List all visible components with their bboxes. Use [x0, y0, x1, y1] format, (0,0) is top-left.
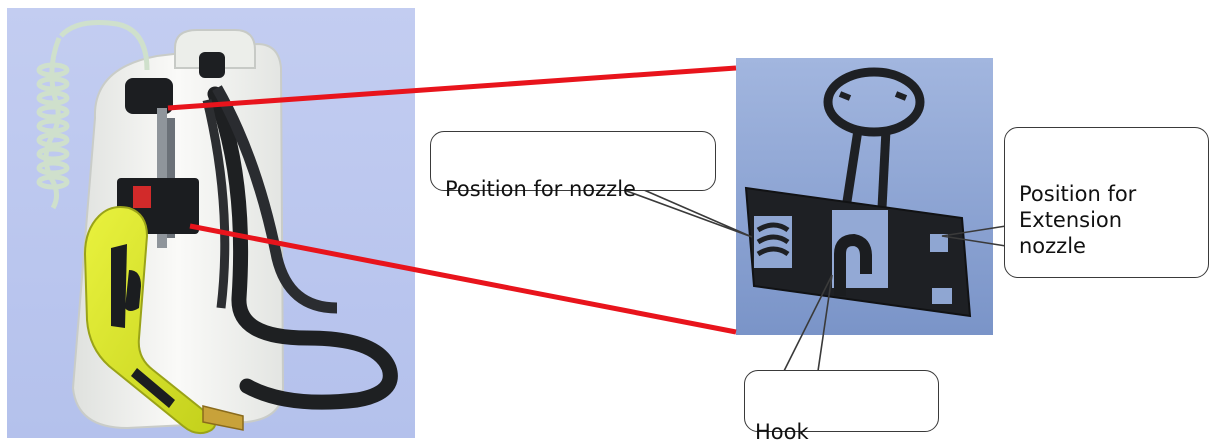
- nozzle-callout: Position for nozzle: [430, 131, 716, 201]
- leader-line-top: [167, 65, 737, 111]
- extension-nozzle-callout-label: Position for Extension nozzle: [1019, 182, 1137, 258]
- hook-callout: Hook: [744, 370, 939, 444]
- hook-callout-pointer: [783, 274, 833, 372]
- nozzle-callout-pointer: [623, 189, 753, 238]
- leader-line-bottom: [189, 223, 737, 335]
- hook-callout-label: Hook: [755, 420, 809, 444]
- extension-callout-pointer: [941, 225, 1007, 247]
- nozzle-callout-label: Position for nozzle: [445, 177, 636, 201]
- bracket-detail-photo: [736, 58, 993, 335]
- sprayer-photo: [7, 8, 415, 438]
- extension-nozzle-callout: Position for Extension nozzle: [1004, 127, 1209, 278]
